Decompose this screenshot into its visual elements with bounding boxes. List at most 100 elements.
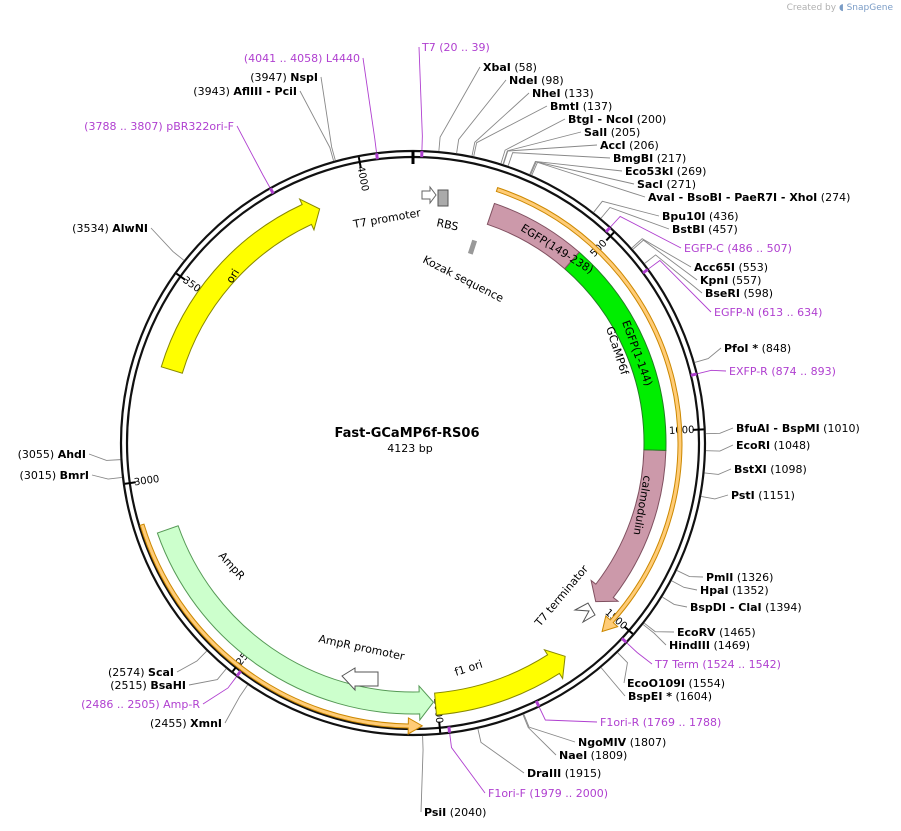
- site-leader-line: [473, 105, 548, 157]
- enzyme-label: BfuAI - BspMI (1010): [736, 422, 860, 435]
- snapgene-logo-icon: ◖: [838, 3, 844, 13]
- enzyme-label: (2455) XmnI: [150, 717, 222, 730]
- site-leader-line: [420, 735, 424, 813]
- rbs-box: [437, 189, 449, 207]
- enzyme-label: SalI (205): [584, 126, 640, 139]
- feature-ori: [160, 197, 321, 374]
- site-leader-line: [648, 259, 712, 313]
- enzyme-label: (3055) AhdI: [18, 448, 86, 461]
- primer-site-mark: [235, 670, 242, 677]
- enzyme-label: BtgI - NcoI (200): [568, 113, 666, 126]
- primer-label: F1ori-R (1769 .. 1788): [600, 716, 721, 729]
- primer-label: EGFP-N (613 .. 634): [714, 306, 822, 319]
- enzyme-label: Bpu10I (436): [662, 210, 739, 223]
- ruler-tick: [692, 428, 704, 431]
- primer-label: (3788 .. 3807) pBR322ori-F: [84, 120, 234, 133]
- site-leader-line: [362, 57, 377, 153]
- site-leader-line: [643, 622, 675, 633]
- ruler-tick: [623, 625, 634, 635]
- site-leader-line: [418, 46, 423, 151]
- ruler-tick-label: 4000: [355, 165, 371, 192]
- enzyme-label: NdeI (98): [509, 74, 564, 87]
- site-leader-line: [529, 160, 623, 175]
- enzyme-label: BseRI (598): [705, 287, 773, 300]
- ruler-tick-label: 3000: [133, 474, 160, 488]
- enzyme-label: XbaI (58): [483, 61, 537, 74]
- enzyme-label: HpaI (1352): [700, 584, 769, 597]
- ruler-tick: [357, 156, 362, 169]
- enzyme-label: BmtI (137): [550, 100, 612, 113]
- enzyme-label: (3015) BmrI: [20, 469, 89, 482]
- site-leader-line: [449, 733, 486, 794]
- site-leader-line: [538, 707, 598, 723]
- feature-orange-track: [495, 187, 683, 633]
- site-leader-line: [671, 580, 698, 591]
- enzyme-label: (2515) BsaHI: [110, 679, 186, 692]
- site-labels: T7 (20 .. 39)XbaI (58)NdeI (98)NheI (133…: [18, 41, 860, 819]
- enzyme-label: (3947) NspI: [250, 71, 318, 84]
- primer-site-mark: [642, 268, 649, 275]
- ampr-promoter-arrow-icon: [341, 667, 379, 692]
- enzyme-label: BstBI (457): [672, 223, 738, 236]
- site-leader-line: [626, 642, 653, 665]
- site-leader-line: [600, 206, 670, 230]
- rbs-label: RBS: [435, 216, 459, 233]
- f1-ori-label: f1 ori: [453, 658, 484, 679]
- primer-label: (2486 .. 2505) Amp-R: [81, 698, 200, 711]
- enzyme-label: NaeI (1809): [559, 749, 627, 762]
- site-leader-line: [530, 161, 635, 185]
- enzyme-label: PstI (1151): [731, 489, 795, 502]
- site-leader-line: [705, 427, 734, 435]
- t7-promoter-label: T7 promoter: [351, 206, 422, 231]
- primer-site-mark: [690, 372, 698, 377]
- enzyme-label: (3943) AflIII - PciI: [193, 85, 297, 98]
- enzyme-label: KpnI (557): [700, 274, 761, 287]
- enzyme-label: DraIII (1915): [527, 767, 601, 780]
- ampr-label: AmpR: [216, 549, 248, 582]
- site-leader-line: [531, 161, 646, 198]
- site-leader-line: [502, 131, 582, 165]
- site-leader-line: [704, 468, 732, 475]
- primer-site-mark: [620, 637, 628, 644]
- ruler-tick: [438, 721, 442, 733]
- primer-site-mark: [534, 700, 541, 708]
- enzyme-label: (3534) AlwNI: [72, 222, 148, 235]
- ruler-tick: [175, 272, 186, 281]
- primer-site-mark: [269, 187, 275, 195]
- enzyme-label: PmlI (1326): [706, 571, 773, 584]
- feature-gcamp6f-egfp: [563, 251, 667, 451]
- feature-calmodulin: [590, 449, 667, 603]
- primer-site-mark: [375, 153, 379, 160]
- ruler-tick: [124, 481, 136, 485]
- feature-f1-ori: [434, 648, 566, 716]
- site-leader-line: [507, 152, 611, 167]
- enzyme-label: BspDI - ClaI (1394): [690, 601, 802, 614]
- enzyme-label: HindIII (1469): [669, 639, 750, 652]
- t7-terminator-icon: [573, 602, 596, 624]
- site-leader-line: [503, 144, 598, 165]
- feature-arrows: [139, 187, 683, 735]
- site-leader-line: [500, 118, 566, 164]
- enzyme-label: SacI (271): [637, 178, 696, 191]
- site-leader-line: [471, 92, 530, 157]
- ruler-tick: [605, 231, 615, 242]
- primer-label: EGFP-C (486 .. 507): [684, 242, 792, 255]
- enzyme-label: BmgBI (217): [613, 152, 686, 165]
- enzyme-label: Acc65I (553): [694, 261, 768, 274]
- enzyme-label: PsiI (2040): [424, 806, 486, 819]
- site-leader-line: [150, 227, 185, 261]
- enzyme-label: EcoO109I (1554): [627, 677, 725, 690]
- site-leader-line: [644, 254, 703, 294]
- enzyme-label: EcoRV (1465): [677, 626, 756, 639]
- site-leader-line: [176, 650, 208, 673]
- t7-terminator-label: T7 terminator: [532, 562, 592, 629]
- ori-label: ori: [224, 267, 243, 286]
- enzyme-label: (2574) ScaI: [108, 666, 174, 679]
- enzyme-label: NgoMIV (1807): [578, 736, 666, 749]
- site-leader-line: [617, 652, 628, 684]
- site-leader-line: [662, 596, 688, 608]
- enzyme-label: EcoRI (1048): [736, 439, 810, 452]
- site-leader-line: [705, 444, 734, 452]
- enzyme-label: Eco53kI (269): [625, 165, 706, 178]
